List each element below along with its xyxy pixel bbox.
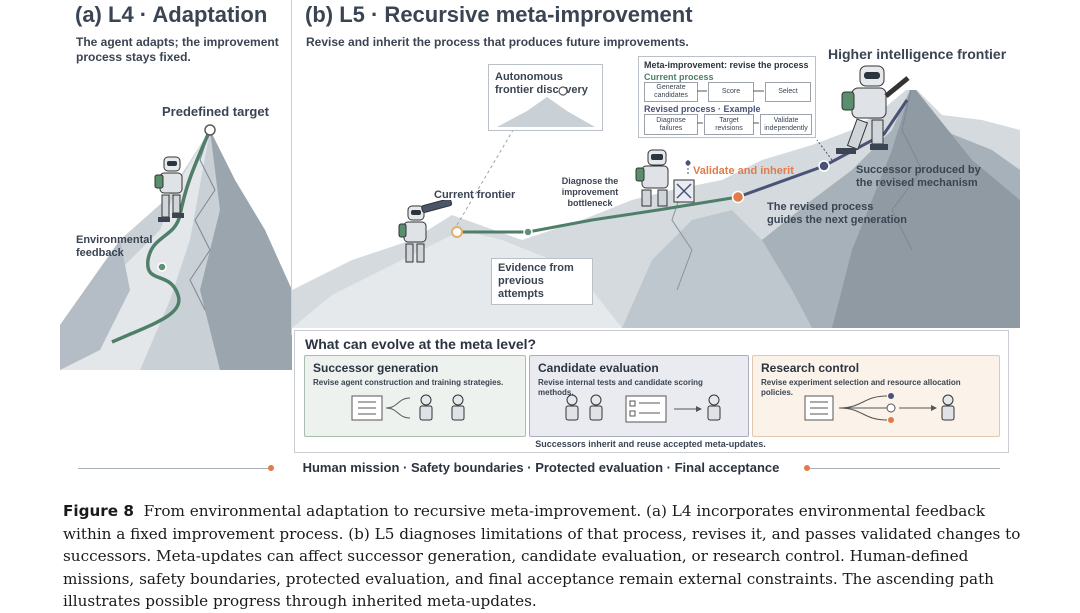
panel-b-title: (b) L5 · Recursive meta-improvement [305, 2, 693, 27]
diagnose-robot-icon [635, 149, 695, 207]
successor-generation-icon [351, 394, 465, 421]
step-target: Target revisions [704, 114, 754, 135]
research-control-icon [804, 393, 955, 423]
telescope-robot-icon [398, 200, 453, 263]
l4-robot-icon [154, 156, 184, 222]
frontier-marker-icon [558, 86, 568, 96]
constraints-text: Human mission · Safety boundaries · Prot… [302, 460, 780, 475]
climbing-robot-icon [836, 65, 910, 154]
feedback-label: Environmental feedback [76, 234, 153, 259]
card-desc: Revise internal tests and candidate scor… [538, 378, 703, 397]
diagnose-label: Diagnose the improvement bottleneck [561, 176, 619, 208]
meta-improvement-box: Meta-improvement: revise the process Cur… [638, 56, 816, 138]
autonomous-frontier-box: Autonomous frontier discovery [488, 64, 603, 131]
meta-box-title: Meta-improvement: revise the process [644, 60, 809, 70]
card-successor-generation: Successor generation Revise agent constr… [304, 355, 526, 437]
step-validate: Validate independently [760, 114, 812, 135]
meta-level-footer: Successors inherit and reuse accepted me… [535, 439, 766, 449]
panel-a-title: (a) L4 · Adaptation [75, 2, 268, 27]
step-generate: Generate candidates [644, 82, 698, 102]
card-candidate-evaluation: Candidate evaluation Revise internal tes… [529, 355, 749, 437]
target-label: Predefined target [162, 104, 269, 119]
constraints-line-right [808, 468, 1000, 469]
meta-level-title: What can evolve at the meta level? [305, 336, 537, 352]
card-desc: Revise experiment selection and resource… [761, 378, 961, 397]
step-diagnose: Diagnose failures [644, 114, 698, 135]
current-frontier-label: Current frontier [434, 189, 516, 201]
constraints-dot-left [268, 465, 274, 471]
panel-a-subtitle: The agent adapts; the improvement proces… [76, 35, 279, 64]
revised-guides-label: The revised process guides the next gene… [767, 201, 907, 226]
l4-mountain [60, 129, 292, 370]
step-score: Score [708, 82, 754, 102]
card-title: Candidate evaluation [538, 361, 659, 375]
constraints-dot-right [804, 465, 810, 471]
card-research-control: Research control Revise experiment selec… [752, 355, 1000, 437]
adaptation-path [111, 124, 216, 344]
figure-caption: Figure 8 From environmental adaptation t… [63, 500, 1023, 613]
evidence-label: Evidence from previous attempts [491, 258, 593, 305]
constraints-line-left [78, 468, 268, 469]
card-desc: Revise agent construction and training s… [313, 378, 504, 387]
mini-mountain-icon [497, 97, 595, 127]
revised-process-label: Revised process · Example [644, 104, 761, 114]
caption-text: From environmental adaptation to recursi… [63, 502, 1021, 610]
successor-label: Successor produced by the revised mechan… [856, 164, 981, 189]
higher-frontier-label: Higher intelligence frontier [828, 46, 1007, 62]
step-select: Select [765, 82, 811, 102]
meta-arrows-icon [697, 90, 764, 124]
card-title: Successor generation [313, 361, 439, 375]
validate-label: Validate and inherit [693, 165, 794, 177]
panel-b-subtitle: Revise and inherit the process that prod… [306, 35, 689, 49]
current-process-label: Current process [644, 72, 714, 82]
candidate-evaluation-icon [565, 394, 721, 423]
panel-divider [291, 0, 292, 335]
card-title: Research control [761, 361, 860, 375]
caption-label: Figure 8 [63, 502, 134, 520]
